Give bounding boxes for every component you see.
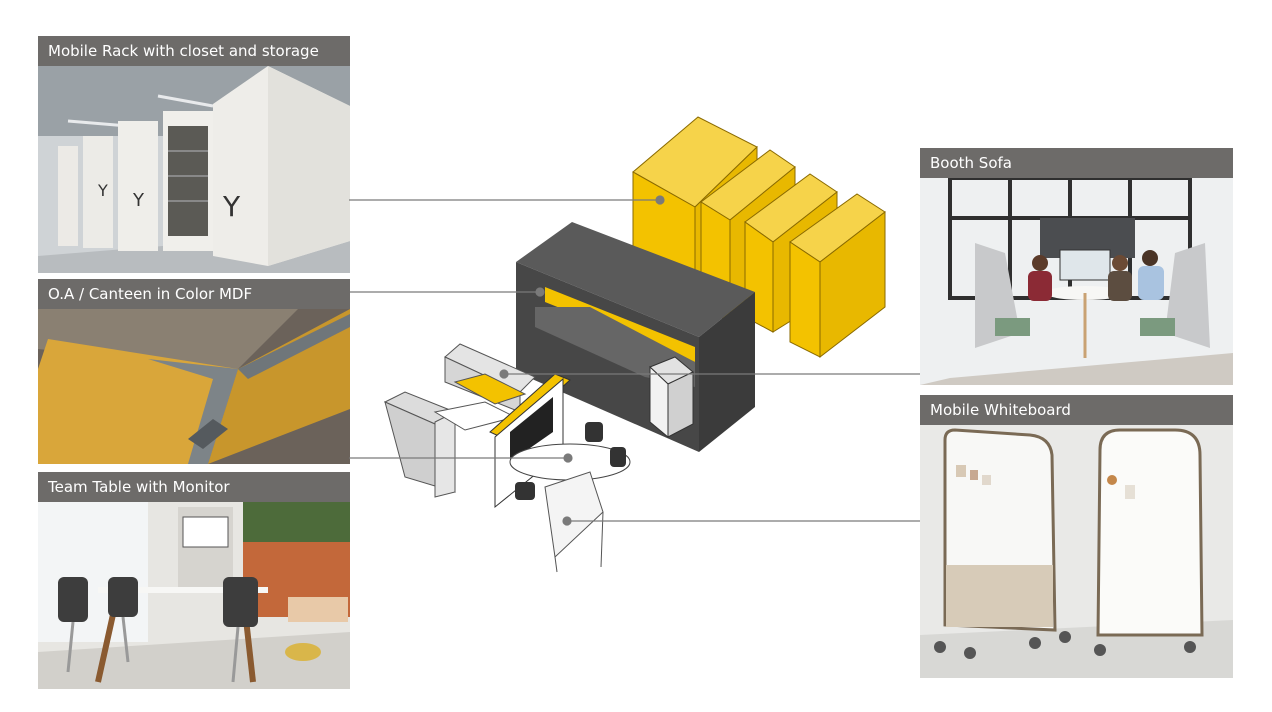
leader-dot-mobile-rack [655, 195, 665, 205]
card-canteen: O.A / Canteen in Color MDF [38, 279, 350, 464]
canteen-photo [38, 309, 350, 464]
card-label-whiteboard: Mobile Whiteboard [920, 395, 1233, 425]
leader-dot-canteen [535, 287, 545, 297]
leader-dot-booth-sofa [499, 369, 509, 379]
rack-handle-icons: Y Y Y [97, 181, 241, 223]
printer [649, 356, 694, 439]
chairs [515, 422, 626, 500]
card-label-booth-sofa: Booth Sofa [920, 148, 1233, 178]
card-label-team-table: Team Table with Monitor [38, 472, 350, 502]
mobile-whiteboard-model [544, 471, 604, 573]
team-table-photo [38, 502, 350, 689]
card-mobile-rack: Mobile Rack with closet and storage Y Y … [38, 36, 350, 273]
card-label-canteen: O.A / Canteen in Color MDF [38, 279, 350, 309]
whiteboard-photo [920, 425, 1233, 678]
booth-sofa-photo [920, 178, 1233, 385]
dark-canteen-block [516, 222, 755, 452]
yellow-storage-cabinets [632, 116, 886, 359]
leader-dot-team-table [563, 453, 573, 463]
card-team-table: Team Table with Monitor [38, 472, 350, 689]
svg-text:Y: Y [222, 190, 241, 223]
card-booth-sofa: Booth Sofa [920, 148, 1233, 385]
svg-text:Y: Y [97, 181, 108, 200]
isometric-office-diagram [383, 116, 886, 573]
mobile-rack-photo: Y Y Y [38, 66, 350, 273]
card-label-mobile-rack: Mobile Rack with closet and storage [38, 36, 350, 66]
card-whiteboard: Mobile Whiteboard [920, 395, 1233, 678]
leader-dot-whiteboard [562, 516, 572, 526]
svg-text:Y: Y [132, 190, 145, 211]
grey-booth [383, 343, 536, 498]
